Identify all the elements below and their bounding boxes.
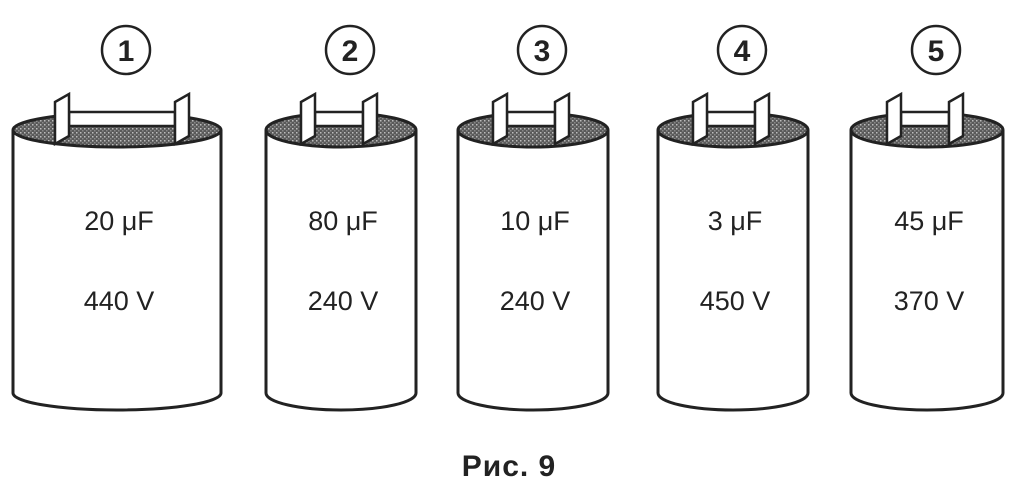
terminal-tab: [53, 91, 71, 147]
terminal-tab: [947, 91, 965, 147]
terminal-tab: [361, 91, 379, 147]
terminal-tab: [299, 91, 317, 147]
terminals: [299, 91, 379, 147]
terminals: [691, 91, 771, 147]
terminals: [491, 91, 571, 147]
capacitor-number: 2: [342, 35, 359, 68]
capacitance-label: 20 μF: [84, 206, 154, 236]
capacitor-4: 4 3 μF 450 V: [656, 24, 810, 412]
terminals: [53, 91, 191, 147]
capacitor-number-badge: 1: [100, 24, 152, 76]
capacitor-body: [456, 130, 610, 412]
voltage-label: 450 V: [700, 286, 771, 316]
capacitance-label: 3 μF: [708, 206, 763, 236]
capacitance-label: 10 μF: [500, 206, 570, 236]
voltage-label: 370 V: [894, 286, 965, 316]
voltage-label: 440 V: [84, 286, 155, 316]
terminal-tab: [885, 91, 903, 147]
capacitor-2: 2 80 μF 240 V: [264, 24, 418, 412]
capacitor-number-badge: 2: [324, 24, 376, 76]
terminal-tab: [753, 91, 771, 147]
capacitor-3: 3 10 μF 240 V: [456, 24, 610, 412]
capacitor-body: [11, 130, 223, 412]
terminal-tab: [691, 91, 709, 147]
capacitor-number: 4: [734, 35, 751, 68]
voltage-label: 240 V: [308, 286, 379, 316]
terminal-tab: [173, 91, 191, 147]
capacitance-label: 45 μF: [894, 206, 964, 236]
capacitor-1: 1 20 μF 440 V: [11, 24, 223, 412]
capacitor-number: 1: [118, 35, 135, 68]
capacitor-body: [849, 130, 1005, 412]
capacitor-body: [656, 130, 810, 412]
capacitor-number-badge: 3: [516, 24, 568, 76]
terminal-tab: [491, 91, 509, 147]
capacitor-number: 3: [534, 35, 551, 68]
terminal-tab: [553, 91, 571, 147]
capacitor-number-badge: 5: [910, 24, 962, 76]
capacitance-label: 80 μF: [308, 206, 378, 236]
capacitor-number: 5: [928, 35, 945, 68]
capacitor-number-badge: 4: [716, 24, 768, 76]
terminals: [885, 91, 965, 147]
voltage-label: 240 V: [500, 286, 571, 316]
capacitor-body: [264, 130, 418, 412]
figure-caption: Рис. 9: [461, 450, 557, 483]
capacitor-5: 5 45 μF 370 V: [849, 24, 1005, 412]
